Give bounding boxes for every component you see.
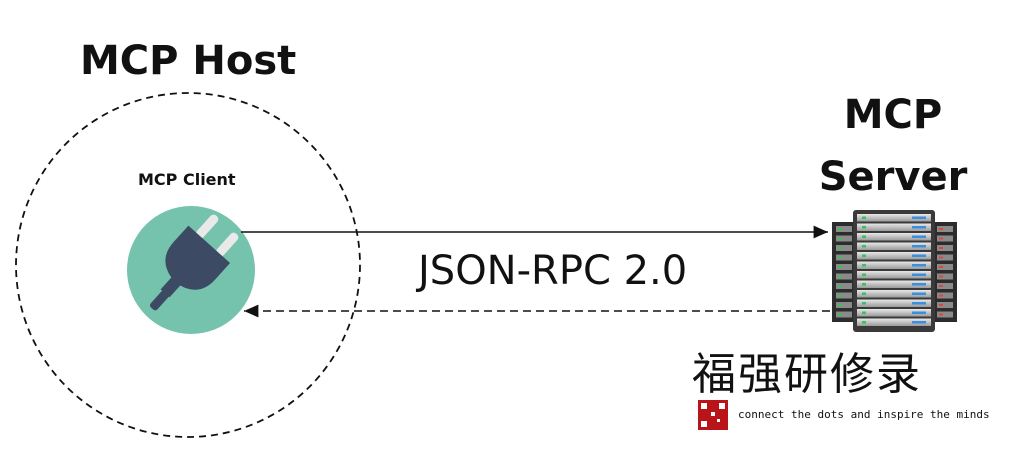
watermark-tagline: connect the dots and inspire the minds (738, 408, 990, 421)
host-boundary (15, 92, 361, 438)
watermark-chinese: 福强研修录 (692, 349, 922, 400)
server-rack-icon (832, 210, 957, 332)
host-title: MCP Host (80, 38, 297, 84)
client-title: MCP Client (138, 170, 236, 189)
plug-icon (127, 206, 255, 334)
qr-code-icon (698, 400, 728, 430)
protocol-label: JSON-RPC 2.0 (418, 248, 688, 294)
server-title: MCP Server (818, 92, 968, 200)
